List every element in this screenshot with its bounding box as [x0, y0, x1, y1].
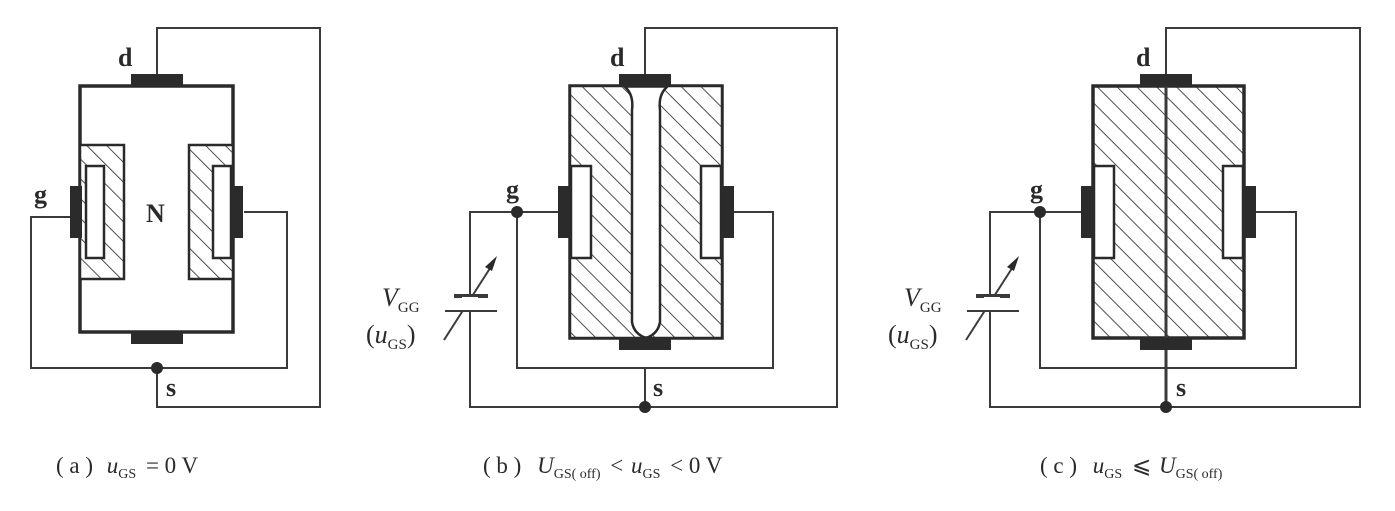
drain-pad — [1140, 74, 1192, 86]
source-node — [1160, 401, 1172, 413]
left-gate-plate — [1092, 164, 1116, 260]
drain-label: d — [610, 43, 625, 72]
battery-gap — [984, 297, 1000, 310]
supply-voltage-label: VGG — [904, 283, 942, 316]
gate-label: g — [506, 175, 519, 204]
source-label: s — [1176, 373, 1186, 402]
supply-ugs-label: (uGS) — [366, 320, 416, 353]
caption-c: ( c ) uGS ⩽ UGS( off) — [1040, 453, 1223, 483]
right-gate-pad — [722, 186, 734, 238]
gate-label: g — [1030, 175, 1043, 204]
left-depletion-region — [568, 84, 647, 340]
left-gate-plate — [569, 164, 593, 260]
drain-label: d — [118, 43, 133, 72]
left-gate-pad — [558, 186, 570, 238]
source-pad — [1140, 338, 1192, 350]
diagram-a: d g s N ( a ) uGS = 0 V — [30, 27, 321, 483]
source-label: s — [653, 373, 663, 402]
left-gate-plate — [84, 164, 106, 260]
right-gate-wire — [1166, 211, 1297, 369]
left-gate-pad — [1081, 186, 1093, 238]
drain-source-wire — [156, 27, 321, 408]
left-gate-pad — [70, 186, 82, 238]
channel-type-label: N — [146, 199, 165, 228]
gate-label: g — [34, 180, 47, 209]
left-gate-wire — [30, 216, 157, 369]
gate-node — [511, 206, 523, 218]
right-gate-pad — [231, 186, 243, 238]
variable-arrow-head — [1007, 256, 1019, 271]
battery-gap — [462, 297, 478, 310]
drain-source-wire — [1165, 27, 1361, 408]
right-gate-plate — [699, 164, 723, 260]
right-gate-wire — [645, 211, 774, 369]
variable-arrow-head — [485, 256, 497, 271]
source-node — [639, 401, 651, 413]
drain-pad — [131, 74, 183, 86]
drain-source-wire — [644, 27, 838, 408]
caption-a: ( a ) uGS = 0 V — [56, 453, 198, 483]
source-pad — [131, 332, 183, 344]
gate-supply-wire — [516, 211, 645, 369]
fully-depleted-body — [1091, 84, 1246, 340]
gate-supply-wire — [1039, 211, 1166, 369]
caption-b: ( b ) UGS( off) < uGS < 0 V — [483, 453, 723, 483]
right-gate-plate — [1221, 164, 1245, 260]
source-label: s — [166, 373, 176, 402]
drain-pad — [619, 74, 671, 86]
diagram-b: d g s VGG (uGS) ( b ) UGS( off) < uGS < … — [366, 27, 838, 483]
right-gate-pad — [1244, 186, 1256, 238]
right-gate-wire — [157, 211, 288, 369]
gate-node — [1034, 206, 1046, 218]
source-pad — [619, 338, 671, 350]
source-node — [151, 362, 163, 374]
supply-ugs-label: (uGS) — [888, 320, 938, 353]
right-depletion-region — [645, 84, 724, 340]
drain-label: d — [1136, 43, 1151, 72]
right-gate-plate — [211, 164, 233, 260]
supply-voltage-label: VGG — [382, 283, 420, 316]
diagram-c: d g s VGG (uGS) ( c ) uGS ⩽ UGS( off) — [888, 27, 1361, 483]
